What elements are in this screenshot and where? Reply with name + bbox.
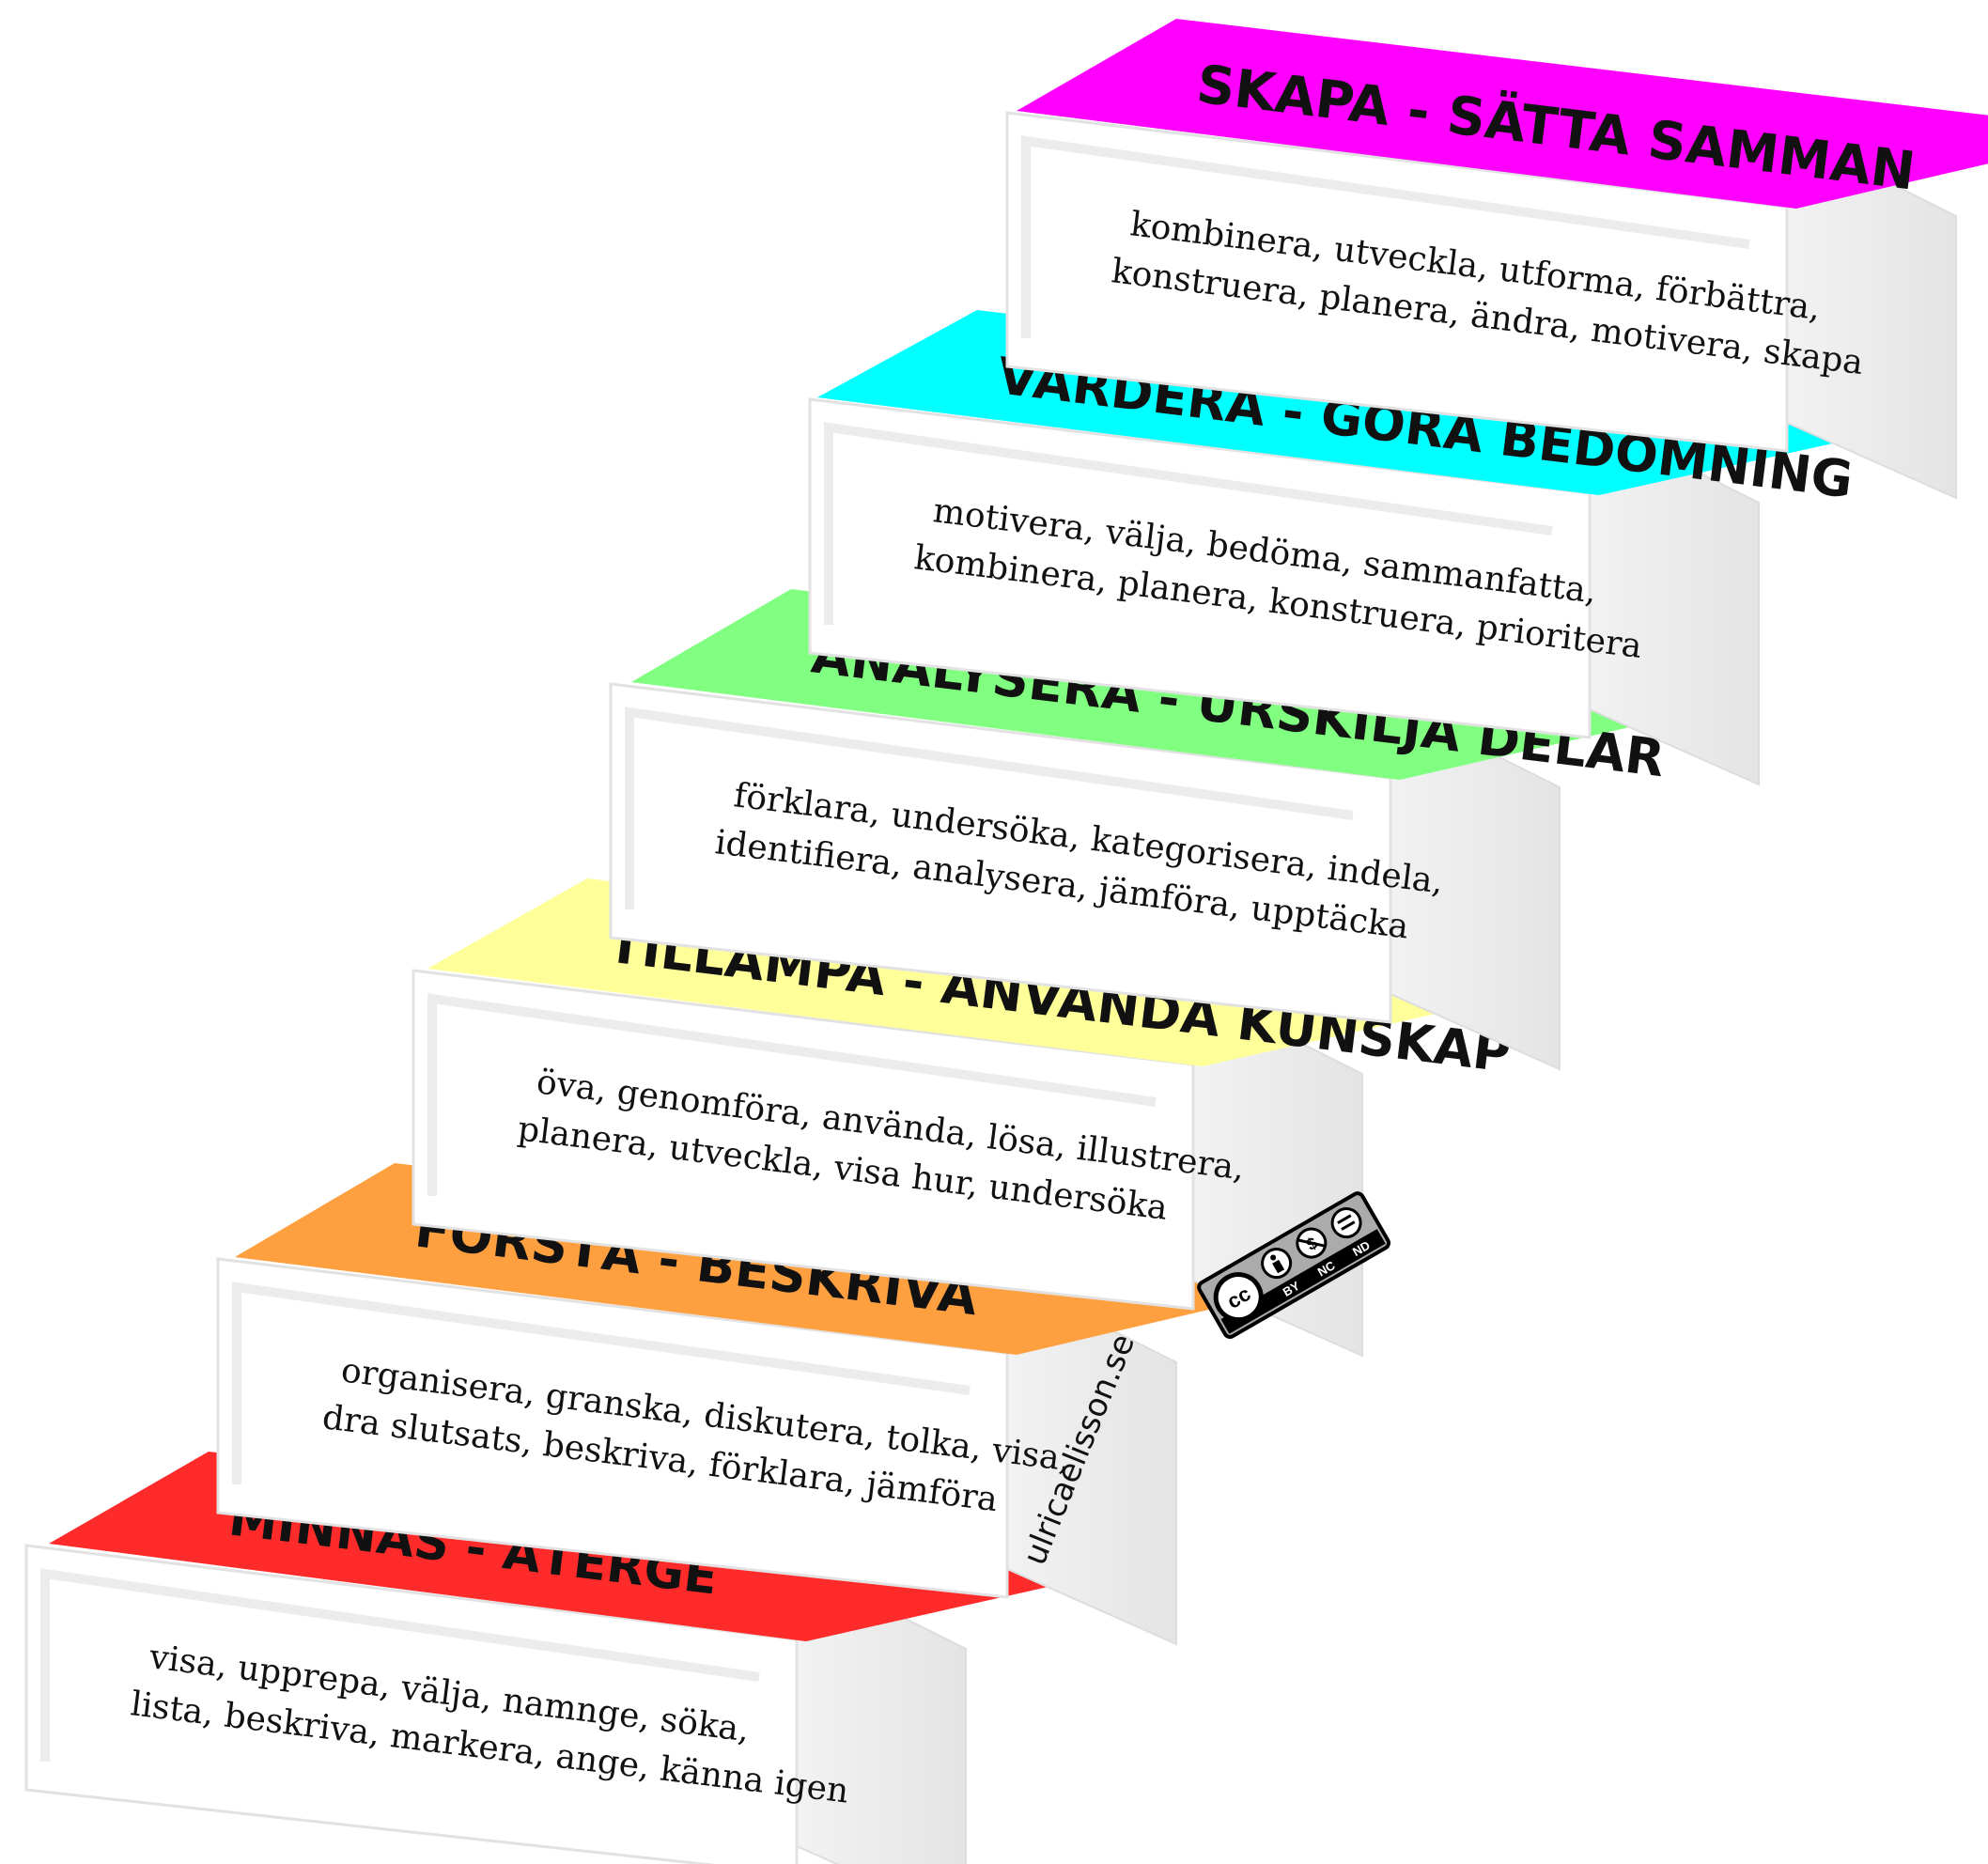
step-riser-shadow: [232, 1282, 971, 1484]
step-riser-shadow: [427, 993, 1157, 1196]
step-riser-shadow: [625, 707, 1354, 909]
step-riser: [609, 682, 1392, 1024]
step-riser-shadow: [40, 1568, 760, 1762]
license-badge: cc $ BY NC ND: [1197, 1191, 1391, 1339]
step-riser-shadow: [824, 422, 1553, 625]
step-riser-shadow: [1021, 135, 1750, 338]
step-riser: [216, 1257, 1009, 1599]
step-tread: [1017, 19, 1988, 209]
step-riser: [808, 397, 1592, 739]
step-riser: [24, 1544, 799, 1864]
license-badge-strip: [1220, 1229, 1386, 1334]
creative-commons-by-nc-nd-icon: cc $: [1213, 1207, 1362, 1323]
step-riser: [1005, 111, 1789, 453]
step-riser: [412, 969, 1195, 1311]
